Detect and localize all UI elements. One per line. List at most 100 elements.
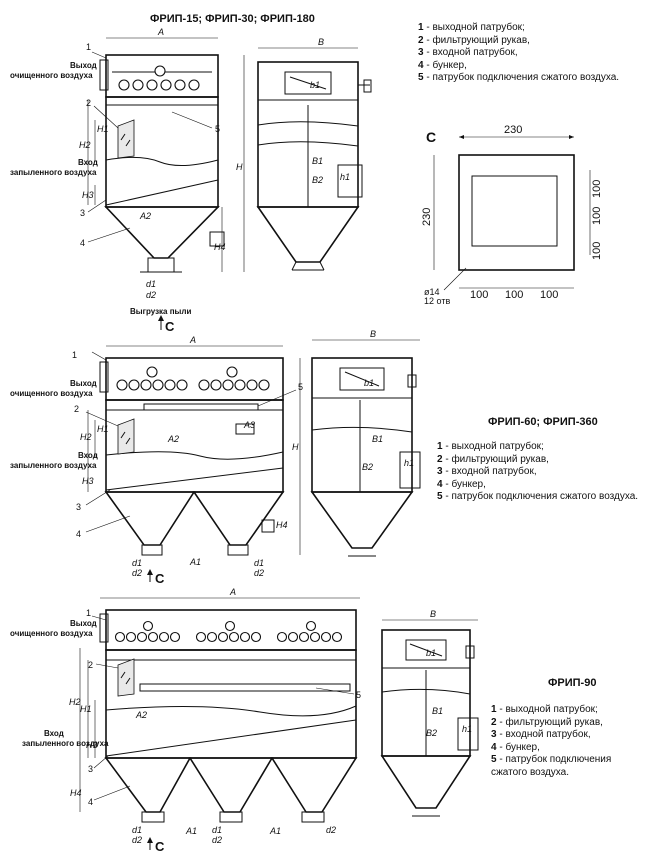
svg-text:100: 100 [505,289,523,301]
svg-text:3: 3 [80,208,85,218]
svg-text:H3: H3 [82,190,94,200]
svg-text:4: 4 [88,797,93,807]
svg-text:B2: B2 [312,175,323,185]
svg-text:d1: d1 [254,558,264,568]
legend-item: 3 - входной патрубок, [491,729,591,740]
svg-text:H4: H4 [276,520,288,530]
legend-item: 5 - патрубок подключения сжатого воздуха… [418,72,620,83]
legend-item: 4 - бункер, [418,59,467,71]
svg-text:очищенного воздуха: очищенного воздуха [10,71,93,80]
svg-text:запыленного воздуха: запыленного воздуха [10,168,97,177]
svg-text:H1: H1 [80,704,92,714]
svg-text:Вход: Вход [44,729,64,738]
legend-item: 3 - входной патрубок, [418,47,518,58]
svg-text:A1: A1 [189,557,201,567]
svg-text:1: 1 [86,608,91,618]
front-view-1: A H2 H1 H3 H H4 [10,27,245,334]
svg-text:d2: d2 [212,835,222,845]
section-title-1: ФРИП-15; ФРИП-30; ФРИП-180 [150,13,315,25]
svg-text:d1: d1 [132,558,142,568]
section-title-3: ФРИП-90 [548,677,597,689]
svg-text:B1: B1 [312,156,323,166]
svg-text:B1: B1 [432,706,443,716]
svg-text:H3: H3 [86,740,98,750]
front-view-2: A H2 H1 H3 H H4 A2 A3 [10,335,303,586]
svg-text:H1: H1 [97,124,109,134]
svg-text:H2: H2 [80,432,92,442]
svg-text:A: A [189,335,196,345]
svg-text:h1: h1 [404,458,414,468]
svg-text:A: A [229,587,236,597]
svg-text:2: 2 [86,98,91,108]
legend-item: 4 - бункер, [437,478,486,490]
svg-text:d2: d2 [132,568,142,578]
nozzle-row-1 [118,65,200,91]
svg-text:100: 100 [591,180,603,198]
svg-text:12 отв: 12 отв [424,296,450,306]
svg-text:A2: A2 [139,211,151,221]
svg-text:d2: d2 [326,825,336,835]
svg-text:C: C [155,571,165,586]
legend-item: 5 - патрубок подключения сжатого воздуха… [437,491,639,502]
legend-1: 1 - выходной патрубок; 2 - фильтрующий р… [418,22,619,85]
nozzle-row-2 [116,366,270,391]
svg-text:3: 3 [88,764,93,774]
svg-text:A: A [157,27,164,37]
svg-text:H4: H4 [214,242,226,252]
svg-text:A2: A2 [167,434,179,444]
svg-text:4: 4 [80,238,85,248]
legend-item: 5 - патрубок подключения [491,754,612,765]
svg-text:d1: d1 [212,825,222,835]
side-view-3: B b1 B1 B2 h1 [380,609,479,817]
legend-3: 1 - выходной патрубок; 2 - фильтрующий р… [491,704,611,779]
svg-text:H2: H2 [69,697,81,707]
svg-text:H2: H2 [79,140,91,150]
side-view-1: B b1 B1 h1 B2 [256,37,372,271]
svg-text:ø14: ø14 [424,287,440,297]
legend-item-cont: сжатого воздуха. [491,766,570,778]
svg-text:d2: d2 [132,835,142,845]
legend-item: 3 - входной патрубок, [437,466,537,477]
svg-text:100: 100 [470,289,488,301]
svg-text:B: B [318,37,324,47]
svg-text:2: 2 [74,404,79,414]
svg-text:B1: B1 [372,434,383,444]
svg-text:1: 1 [72,350,77,360]
section-title-2: ФРИП-60; ФРИП-360 [488,416,598,428]
svg-text:230: 230 [504,124,522,136]
svg-text:Выход: Выход [70,61,97,70]
svg-text:H1: H1 [97,424,109,434]
svg-text:d2: d2 [146,290,156,300]
svg-text:B: B [430,609,436,619]
nozzle-row-3 [114,620,343,643]
svg-text:5: 5 [356,690,361,700]
svg-text:Вход: Вход [78,451,98,460]
svg-text:очищенного воздуха: очищенного воздуха [10,629,93,638]
svg-text:100: 100 [591,207,603,225]
svg-text:Выход: Выход [70,379,97,388]
svg-text:C: C [165,319,175,334]
svg-text:4: 4 [76,529,81,539]
view-c: C 230 230 100 100 100 100 100 100 ø14 12… [421,124,603,306]
svg-text:A1: A1 [269,826,281,836]
svg-text:b1: b1 [364,378,374,388]
svg-text:H4: H4 [70,788,82,798]
svg-text:h1: h1 [340,172,350,182]
svg-text:d2: d2 [254,568,264,578]
svg-text:b1: b1 [426,648,436,658]
legend-item: 2 - фильтрующий рукав, [491,716,603,728]
svg-text:5: 5 [298,382,303,392]
svg-text:5: 5 [215,124,220,134]
svg-text:d1: d1 [146,279,156,289]
svg-text:A2: A2 [135,710,147,720]
svg-text:A3: A3 [243,420,255,430]
svg-text:Выход: Выход [70,619,97,628]
svg-text:A1: A1 [185,826,197,836]
svg-text:230: 230 [421,208,433,226]
svg-text:Вход: Вход [78,158,98,167]
legend-item: 2 - фильтрующий рукав, [418,34,530,46]
svg-text:C: C [155,839,165,854]
svg-text:3: 3 [76,502,81,512]
legend-item: 2 - фильтрующий рукав, [437,453,549,465]
